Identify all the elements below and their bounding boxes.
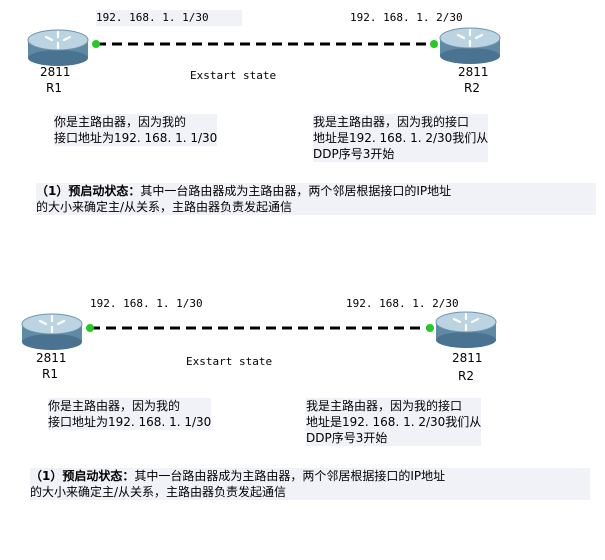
r2-message-line: 我是主路由器，因为我的接口 xyxy=(306,399,463,413)
r1-message: 你是主路由器，因为我的 接口地址为192. 168. 1. 1/30 xyxy=(48,398,212,430)
topology-panel-1: 192. 168. 1. 1/30 192. 168. 1. 2/30 Exst… xyxy=(0,0,605,272)
r2-message-line: DDP序号3开始 xyxy=(306,431,388,445)
caption-line: 的大小来确定主/从关系，主路由器负责发起通信 xyxy=(30,485,287,499)
port-status-dot-left xyxy=(86,324,94,332)
port-status-dot-right xyxy=(426,324,434,332)
router-icon[interactable] xyxy=(21,313,83,350)
r1-message-line: 你是主路由器，因为我的 xyxy=(48,399,181,413)
caption: （1）预启动状态：其中一台路由器成为主路由器，两个邻居根据接口的IP地址 的大小… xyxy=(30,468,590,500)
r2-message-line: 地址是192. 168. 1. 2/30我们从 xyxy=(313,131,489,145)
caption-text: 其中一台路由器成为主路由器，两个邻居根据接口的IP地址 xyxy=(140,184,452,198)
ip-label-left: 192. 168. 1. 1/30 xyxy=(96,10,242,26)
r2-name-label: R2 xyxy=(458,369,474,383)
r2-message-line: DDP序号3开始 xyxy=(313,147,395,161)
r1-message: 你是主路由器，因为我的 接口地址为192. 168. 1. 1/30 xyxy=(54,114,218,146)
ip-label-right: 192. 168. 1. 2/30 xyxy=(350,11,463,24)
r1-name-label: R1 xyxy=(42,367,58,381)
ip-label-right: 192. 168. 1. 2/30 xyxy=(346,297,459,310)
state-label: Exstart state xyxy=(190,69,277,82)
r1-message-line: 接口地址为192. 168. 1. 1/30 xyxy=(48,415,212,429)
router-icon[interactable] xyxy=(27,29,89,66)
r2-model-label: 2811 xyxy=(452,351,483,365)
r2-message: 我是主路由器，因为我的接口 地址是192. 168. 1. 2/30我们从 DD… xyxy=(306,398,482,446)
r2-message: 我是主路由器，因为我的接口 地址是192. 168. 1. 2/30我们从 DD… xyxy=(313,114,489,162)
r2-name-label: R2 xyxy=(464,81,480,95)
r2-message-line: 地址是192. 168. 1. 2/30我们从 xyxy=(306,415,482,429)
router-icon[interactable] xyxy=(435,311,497,348)
r1-model-label: 2811 xyxy=(40,65,71,79)
r1-message-line: 接口地址为192. 168. 1. 1/30 xyxy=(54,131,218,145)
router-icon[interactable] xyxy=(439,27,501,64)
topology-graphic xyxy=(21,311,497,350)
topology-graphic xyxy=(27,27,501,66)
caption-line: （1）预启动状态：其中一台路由器成为主路由器，两个邻居根据接口的IP地址 xyxy=(30,468,590,484)
caption-lead: （1）预启动状态： xyxy=(36,184,141,198)
r1-model-label: 2811 xyxy=(36,351,67,365)
caption-line: （1）预启动状态：其中一台路由器成为主路由器，两个邻居根据接口的IP地址 xyxy=(36,183,596,199)
state-label: Exstart state xyxy=(186,355,273,368)
ip-label-left: 192. 168. 1. 1/30 xyxy=(90,297,203,310)
caption: （1）预启动状态：其中一台路由器成为主路由器，两个邻居根据接口的IP地址 的大小… xyxy=(36,183,596,215)
caption-text: 其中一台路由器成为主路由器，两个邻居根据接口的IP地址 xyxy=(134,469,446,483)
r1-message-line: 你是主路由器，因为我的 xyxy=(54,115,187,129)
r2-model-label: 2811 xyxy=(458,65,489,79)
topology-panel-2: 192. 168. 1. 1/30 192. 168. 1. 2/30 Exst… xyxy=(0,288,605,560)
port-status-dot-right xyxy=(430,40,438,48)
port-status-dot-left xyxy=(92,40,100,48)
caption-lead: （1）预启动状态： xyxy=(30,469,135,483)
caption-line: 的大小来确定主/从关系，主路由器负责发起通信 xyxy=(36,200,293,214)
r1-name-label: R1 xyxy=(46,81,62,95)
r2-message-line: 我是主路由器，因为我的接口 xyxy=(313,115,470,129)
